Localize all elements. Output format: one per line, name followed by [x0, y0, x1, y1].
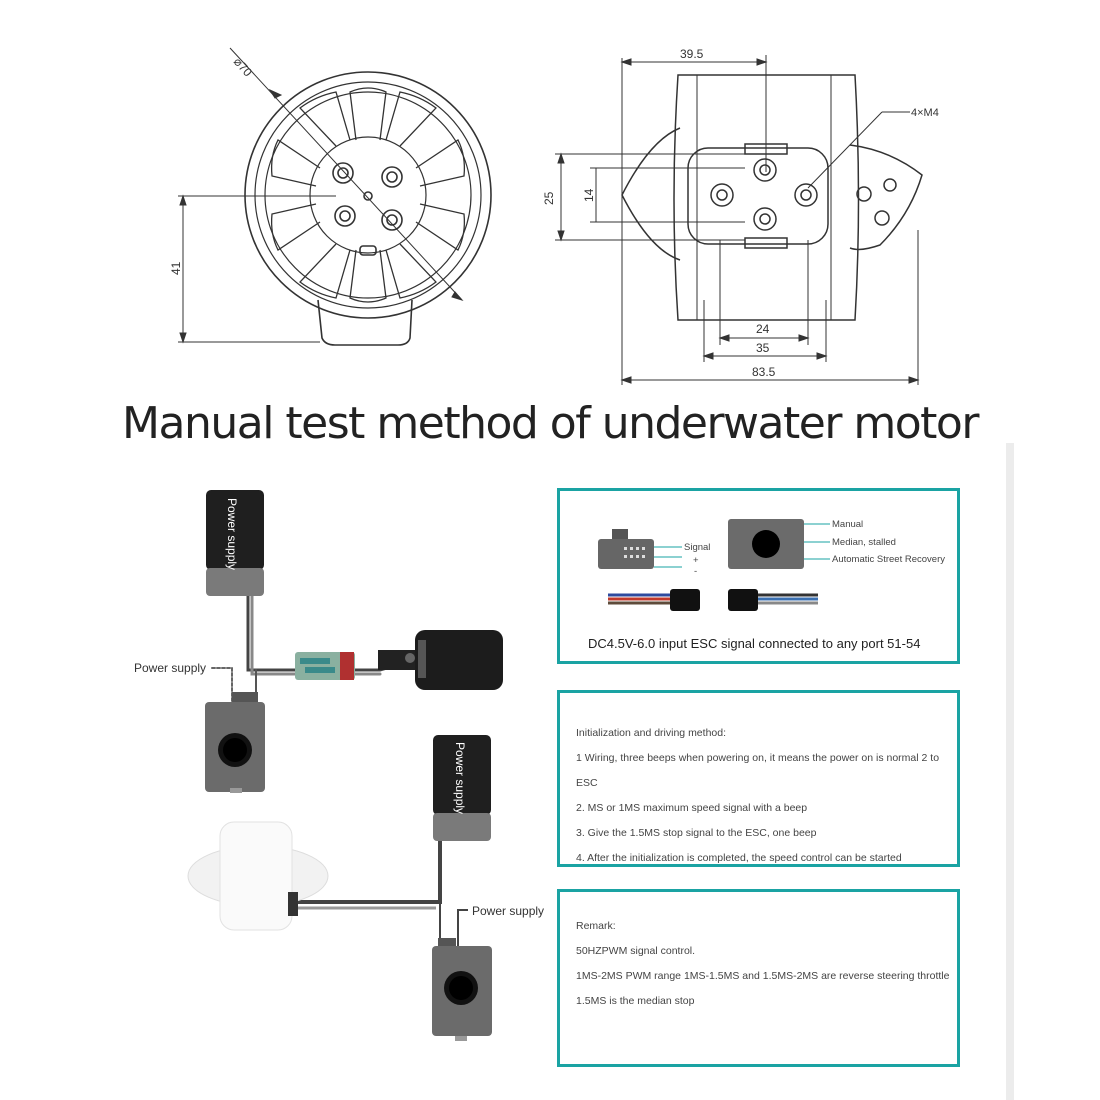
- front-view: [244, 71, 492, 346]
- dim-41-lines: [178, 194, 336, 344]
- plus-label: +: [693, 555, 699, 566]
- auto-recovery-label: Automatic Street Recovery: [832, 554, 945, 565]
- panel1-caption: DC4.5V-6.0 input ESC signal connected to…: [588, 636, 921, 651]
- dim-14-label: 14: [582, 188, 596, 202]
- initialization-text: Initialization and driving method: 1 Wir…: [576, 721, 956, 871]
- battery-top-label: Power supply: [225, 498, 239, 570]
- motor-white: [187, 821, 329, 931]
- remark-line: 50HZPWM signal control.: [576, 945, 696, 957]
- dim-39-5-label: 39.5: [680, 47, 704, 61]
- dim-25-label: 25: [542, 191, 556, 205]
- remark-line: 1.5MS is the median stop: [576, 995, 695, 1007]
- wires-bottom: [290, 840, 468, 950]
- remark-line: 1MS-2MS PWM range 1MS-1.5MS and 1.5MS-2M…: [576, 970, 950, 982]
- side-scroll-strip: [1006, 443, 1014, 1100]
- wiring-diagram: Power supply Power supply: [187, 490, 503, 1041]
- dim-35-label: 35: [756, 341, 770, 355]
- label-power-supply-middle: Power supply: [472, 904, 545, 918]
- technical-drawing: ⌀70 41: [169, 47, 939, 385]
- remark-line: Remark:: [576, 920, 616, 932]
- motor-top: [378, 630, 503, 690]
- init-line: 3. Give the 1.5MS stop signal to the ESC…: [576, 827, 817, 839]
- battery-bottom: [433, 735, 491, 841]
- dim-83-5-label: 83.5: [752, 365, 776, 379]
- battery-top: [206, 490, 264, 596]
- side-dim-lines: [555, 55, 920, 385]
- diameter-label: ⌀70: [231, 55, 255, 80]
- battery-bottom-label: Power supply: [453, 742, 467, 814]
- remark-text: Remark: 50HZPWM signal control. 1MS-2MS …: [576, 914, 956, 1014]
- side-view: [621, 74, 923, 321]
- median-stalled-label: Median, stalled: [832, 537, 896, 548]
- manual-label: Manual: [832, 519, 864, 530]
- panel1-illustration: [598, 519, 830, 611]
- init-line: Initialization and driving method:: [576, 727, 727, 739]
- init-line: 1 Wiring, three beeps when powering on, …: [576, 752, 940, 789]
- page-title: Manual test method of underwater motor: [122, 398, 979, 449]
- minus-label: -: [694, 566, 698, 577]
- signal-label: Signal: [684, 542, 711, 553]
- dim-41-label: 41: [169, 261, 183, 275]
- servo-tester-1: [205, 692, 265, 793]
- init-line: 4. After the initialization is completed…: [576, 852, 902, 864]
- panel-initialization: Initialization and driving method: 1 Wir…: [557, 690, 960, 867]
- servo-tester-2: [432, 938, 492, 1041]
- label-power-supply-left: Power supply: [134, 661, 207, 675]
- dim-24-label: 24: [756, 322, 770, 336]
- panel-esc-signal: Signal + - Manual Median, stalled Automa…: [557, 488, 960, 664]
- dim-4xm4-label: 4×M4: [911, 107, 939, 119]
- init-line: 2. MS or 1MS maximum speed signal with a…: [576, 802, 808, 814]
- diameter-leader: [229, 47, 464, 301]
- panel-remark: Remark: 50HZPWM signal control. 1MS-2MS …: [557, 889, 960, 1067]
- esc-board: [295, 652, 355, 680]
